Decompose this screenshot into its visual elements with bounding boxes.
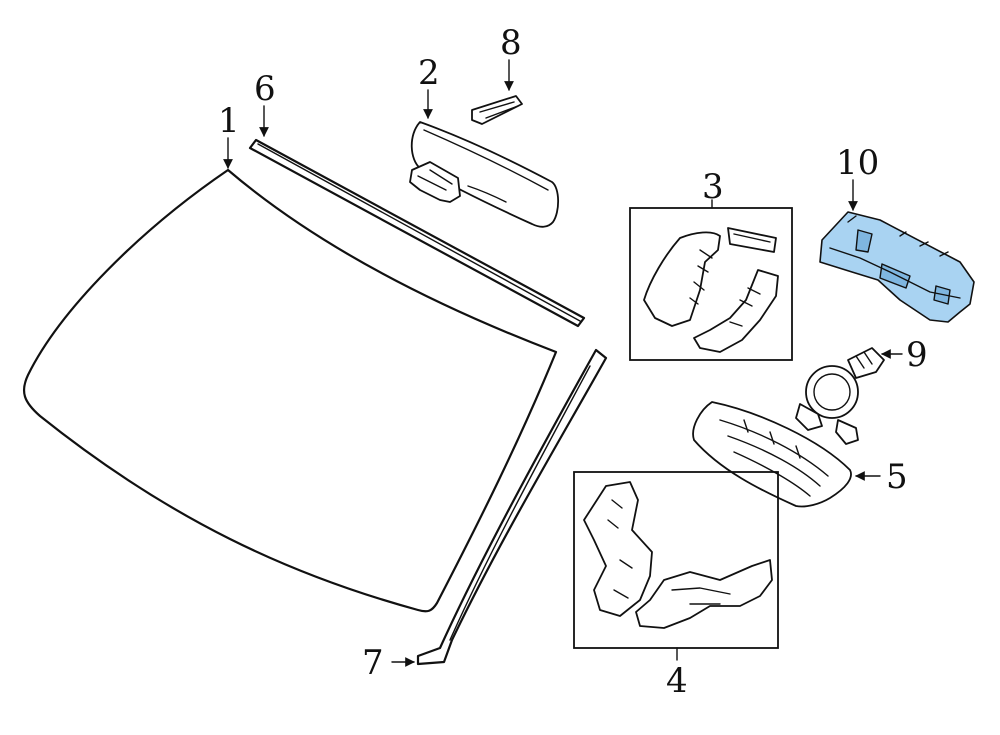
callout-1: 1	[218, 101, 240, 141]
callout-4: 4	[666, 661, 688, 701]
rearview-mirror-part[interactable]: 2	[409, 53, 560, 228]
mirror-cover-part[interactable]: 8	[471, 23, 523, 125]
callout-6: 6	[254, 69, 276, 109]
callout-3: 3	[702, 167, 724, 207]
callout-9: 9	[906, 335, 928, 375]
callout-2: 2	[418, 53, 440, 93]
rain-sensor-part[interactable]: 9	[795, 335, 928, 445]
sensor-bracket-part[interactable]: 10	[819, 143, 975, 323]
part-4-box	[573, 471, 779, 649]
upper-molding-part[interactable]: 6	[248, 69, 586, 328]
bracket-kit-part[interactable]: 4	[573, 471, 779, 701]
callout-8: 8	[500, 23, 522, 63]
cover-kit-part[interactable]: 3	[629, 167, 793, 361]
windshield-part[interactable]: 1	[22, 101, 558, 613]
side-molding-part[interactable]: 7	[362, 348, 608, 683]
callout-5: 5	[886, 457, 908, 497]
part-3-box	[629, 207, 793, 361]
callout-10: 10	[836, 143, 879, 183]
callout-7: 7	[362, 643, 384, 683]
sensor-trim-part[interactable]: 5	[692, 401, 908, 508]
